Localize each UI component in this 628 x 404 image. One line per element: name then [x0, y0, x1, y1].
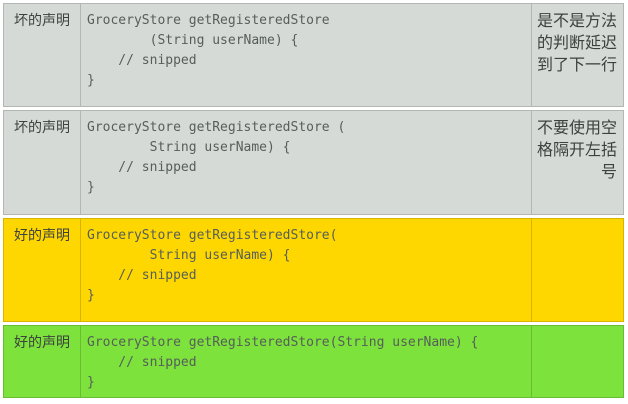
note-cell: [532, 325, 624, 398]
verdict-label: 好的声明: [14, 335, 70, 351]
verdict-label: 坏的声明: [14, 13, 70, 29]
table-row: 坏的声明 GroceryStore getRegisteredStore ( S…: [3, 110, 624, 215]
table-row: 好的声明 GroceryStore getRegisteredStore(Str…: [3, 325, 624, 398]
code-cell: GroceryStore getRegisteredStore( String …: [81, 218, 532, 322]
verdict-cell: 好的声明: [3, 325, 81, 398]
note-text: 不要使用空格隔开左括号: [536, 118, 617, 181]
code-cell: GroceryStore getRegisteredStore(String u…: [81, 325, 532, 398]
code-snippet: GroceryStore getRegisteredStore( String …: [87, 228, 338, 303]
verdict-label: 好的声明: [14, 228, 70, 244]
note-text: 是不是方法的判断延迟到了下一行: [536, 11, 617, 74]
table-row: 坏的声明 GroceryStore getRegisteredStore (St…: [3, 3, 624, 107]
note-cell: 是不是方法的判断延迟到了下一行: [532, 3, 624, 107]
verdict-cell: 坏的声明: [3, 3, 81, 107]
verdict-label: 坏的声明: [14, 120, 70, 136]
code-style-table: 坏的声明 GroceryStore getRegisteredStore (St…: [3, 0, 624, 401]
verdict-cell: 坏的声明: [3, 110, 81, 215]
code-cell: GroceryStore getRegisteredStore (String …: [81, 3, 532, 107]
code-cell: GroceryStore getRegisteredStore ( String…: [81, 110, 532, 215]
code-snippet: GroceryStore getRegisteredStore ( String…: [87, 120, 346, 195]
code-snippet: GroceryStore getRegisteredStore (String …: [87, 13, 330, 88]
verdict-cell: 好的声明: [3, 218, 81, 322]
note-cell: [532, 218, 624, 322]
note-cell: 不要使用空格隔开左括号: [532, 110, 624, 215]
table-row: 好的声明 GroceryStore getRegisteredStore( St…: [3, 218, 624, 322]
code-snippet: GroceryStore getRegisteredStore(String u…: [87, 335, 479, 390]
